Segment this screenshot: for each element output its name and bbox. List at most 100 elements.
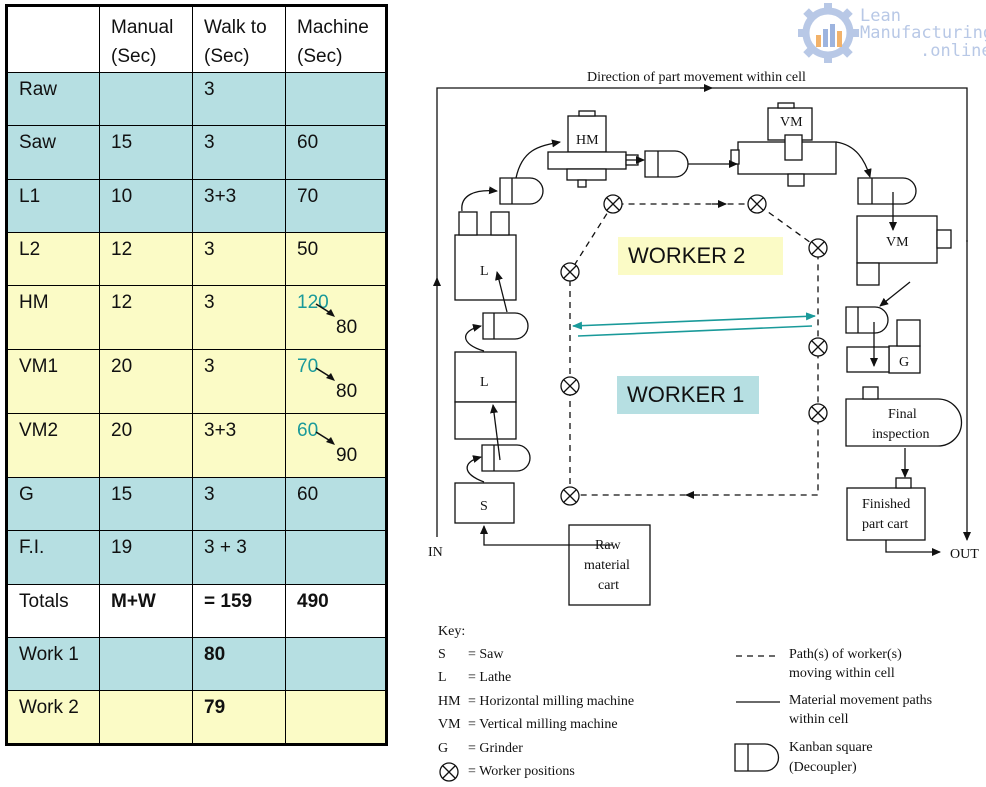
machine-cell: 70: [285, 178, 387, 233]
machine-reduced-value: 80: [336, 317, 358, 339]
material-arrow-kanban-to-hm: [515, 139, 561, 179]
work1-blank2: [285, 637, 387, 692]
key-desc-l: = Lathe: [468, 670, 512, 685]
machine-cell: 120 80: [285, 285, 387, 351]
raw-cart-label-1: Raw: [595, 538, 622, 553]
final-inspection-label-2: inspection: [872, 427, 930, 442]
key-legend-material-2: within cell: [789, 712, 849, 727]
lathe-2-chuck: [458, 211, 478, 236]
kanban-square-icon: [499, 177, 544, 205]
work2-label: Work 2: [6, 690, 100, 745]
table-row: VM1 20 3 70 80: [6, 349, 387, 415]
lathe-1-lower: [454, 401, 517, 440]
manual-cell: 20: [99, 413, 193, 479]
key-legend-kanban-1: Kanban square: [789, 740, 873, 755]
table-row: Raw 3: [6, 71, 387, 127]
hm-foot: [577, 179, 587, 188]
vm-top-label: VM: [780, 115, 803, 130]
worker-swap-line: [577, 325, 813, 337]
grinder-label: G: [899, 355, 909, 370]
worker-position-icon: [560, 486, 580, 506]
cycle-time-table: Manual(Sec) Walk to(Sec) Machine(Sec) Ra…: [5, 4, 388, 746]
key-desc-s: = Saw: [468, 647, 504, 662]
key-sym-g: G: [438, 741, 449, 756]
finished-cart-top: [895, 477, 912, 489]
machine-cell: 60 90: [285, 413, 387, 479]
key-sym-l: L: [438, 670, 447, 685]
worker-position-icon: [560, 262, 580, 282]
vm-top-spindle: [784, 134, 803, 161]
row-label: HM: [6, 285, 100, 351]
material-arrow-kanban-to-lathe2: [495, 271, 508, 313]
work1-blank: [99, 637, 193, 692]
material-arrow-lathe2-to-kanban: [461, 186, 498, 212]
manual-cell: 15: [99, 477, 193, 532]
raw-cart-label-3: cart: [598, 578, 619, 593]
walk-cell: 3 + 3: [192, 530, 286, 585]
worker-swap-arrow-icon: [572, 312, 816, 330]
vm-right-base: [856, 262, 880, 286]
machine-original-value: 70: [297, 356, 319, 378]
row-label: Saw: [6, 125, 100, 180]
key-legend-kanban-2: (Decoupler): [789, 760, 857, 775]
walk-cell: 3: [192, 71, 286, 127]
grinder-top: [896, 319, 921, 347]
key-sym-s: S: [438, 647, 446, 662]
change-arrow-icon: [315, 431, 335, 446]
worker-1-label: WORKER 1: [617, 376, 759, 414]
lathe-1-label: L: [480, 375, 489, 390]
walk-cell: 3: [192, 285, 286, 351]
walk-cell: 3: [192, 349, 286, 415]
machine-reduced-value: 80: [336, 381, 358, 403]
work1-value: 80: [192, 637, 286, 692]
worker-position-icon: [808, 238, 828, 258]
table-row: G 15 3 60: [6, 477, 387, 532]
change-arrow-icon: [315, 367, 335, 382]
material-arrow-kanban-to-lathe: [490, 404, 501, 461]
grinder-feed: [846, 346, 890, 373]
material-arrow-saw-to-kanban: [466, 455, 485, 483]
material-arrow-vm-to-kanban: [835, 141, 872, 178]
manual-cell: 12: [99, 285, 193, 351]
key-title: Key:: [438, 624, 466, 639]
machine-original-value: 60: [297, 420, 319, 442]
totals-machine: 490: [285, 583, 387, 639]
work2-blank2: [285, 690, 387, 745]
machine-cell: 50: [285, 231, 387, 287]
key-desc-g: = Grinder: [468, 741, 523, 756]
worker-2-label: WORKER 2: [618, 237, 783, 275]
vm-top-handle: [730, 149, 740, 165]
kanban-square-icon: [857, 177, 917, 205]
work1-row: Work 1 80: [6, 637, 387, 692]
gear-chart-icon: Lean Manufacturing .online: [797, 2, 986, 64]
direction-label: Direction of part movement within cell: [587, 70, 806, 85]
row-label: G: [6, 477, 100, 532]
manual-cell: 19: [99, 530, 193, 585]
row-label: L1: [6, 178, 100, 233]
worker-position-icon: [603, 194, 623, 214]
machine-cell: 60: [285, 477, 387, 532]
lathe-1-upper: [454, 351, 517, 403]
horizontal-milling-machine: [547, 151, 627, 170]
worker-position-icon: [560, 376, 580, 396]
walk-cell: 3: [192, 477, 286, 532]
material-arrow-vm2-to-kanban: [879, 281, 911, 307]
vm-right-label: VM: [886, 235, 909, 250]
table-row: L1 10 3+3 70: [6, 178, 387, 233]
kanban-square-icon: [482, 312, 529, 340]
lathe-2: [454, 234, 517, 301]
row-label: Raw: [6, 71, 100, 127]
work2-value: 79: [192, 690, 286, 745]
final-inspection-label-1: Final: [888, 407, 917, 422]
material-arrow-cart-to-out: [885, 540, 941, 556]
machine-reduced-value: 90: [336, 445, 358, 467]
grinder-machine: [888, 345, 921, 374]
row-label: VM2: [6, 413, 100, 479]
key-worker-position-icon: [439, 762, 459, 782]
hm-base: [566, 168, 607, 181]
header-machine: Machine(Sec): [285, 5, 387, 73]
key-kanban-square-icon: [734, 743, 780, 772]
raw-material-cart: [568, 524, 651, 606]
key-legend-material-1: Material movement paths: [789, 693, 933, 708]
